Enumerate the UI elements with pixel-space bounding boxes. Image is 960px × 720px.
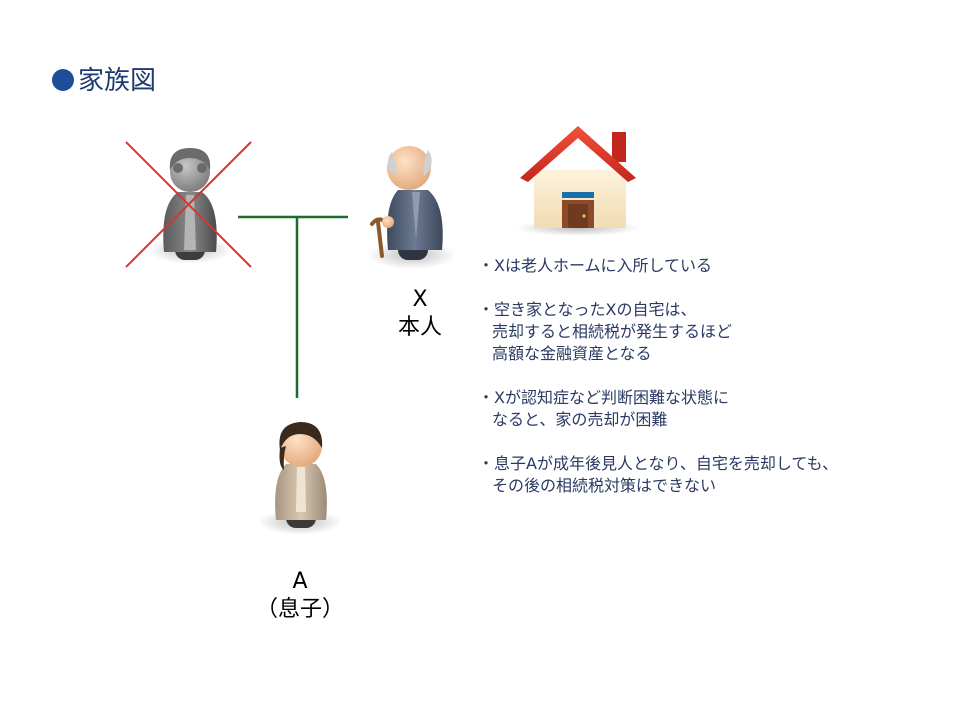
note-line: ・息子Aが成年後見人となり、自宅を売却しても、 [478, 454, 839, 473]
slide-title: 家族図 [52, 60, 156, 97]
person-a-label: A （息子） [250, 568, 350, 624]
slide-title-text: 家族図 [78, 66, 157, 96]
person-x-name: X [412, 287, 428, 312]
note-line: ・Xは老人ホームに入所している [478, 256, 713, 275]
person-a-role: （息子） [255, 597, 344, 622]
note-item: ・Xが認知症など判断困難な状態に なると、家の売却が困難 [478, 387, 948, 431]
deceased-cross-icon [125, 141, 252, 268]
notes-list: ・Xは老人ホームに入所している ・空き家となったXの自宅は、 売却すると相続税が… [478, 255, 948, 519]
house-icon [516, 126, 640, 236]
title-bullet-icon [52, 69, 74, 91]
note-line: 売却すると相続税が発生するほど [492, 322, 733, 341]
note-line: その後の相続税対策はできない [492, 476, 717, 495]
person-x-role: 本人 [397, 315, 442, 340]
note-line: ・空き家となったXの自宅は、 [478, 300, 697, 319]
note-item: ・空き家となったXの自宅は、 売却すると相続税が発生するほど 高額な金融資産とな… [478, 299, 948, 365]
person-a-icon [258, 422, 342, 535]
note-item: ・Xは老人ホームに入所している [478, 255, 948, 277]
person-x-icon [368, 146, 456, 269]
note-item: ・息子Aが成年後見人となり、自宅を売却しても、 その後の相続税対策はできない [478, 453, 948, 497]
note-line: 高額な金融資産となる [492, 344, 652, 363]
person-x-label: X 本人 [370, 286, 470, 342]
relation-lines [238, 215, 348, 398]
note-line: ・Xが認知症など判断困難な状態に [478, 388, 729, 407]
person-a-name: A [292, 569, 308, 594]
note-line: なると、家の売却が困難 [492, 410, 668, 429]
